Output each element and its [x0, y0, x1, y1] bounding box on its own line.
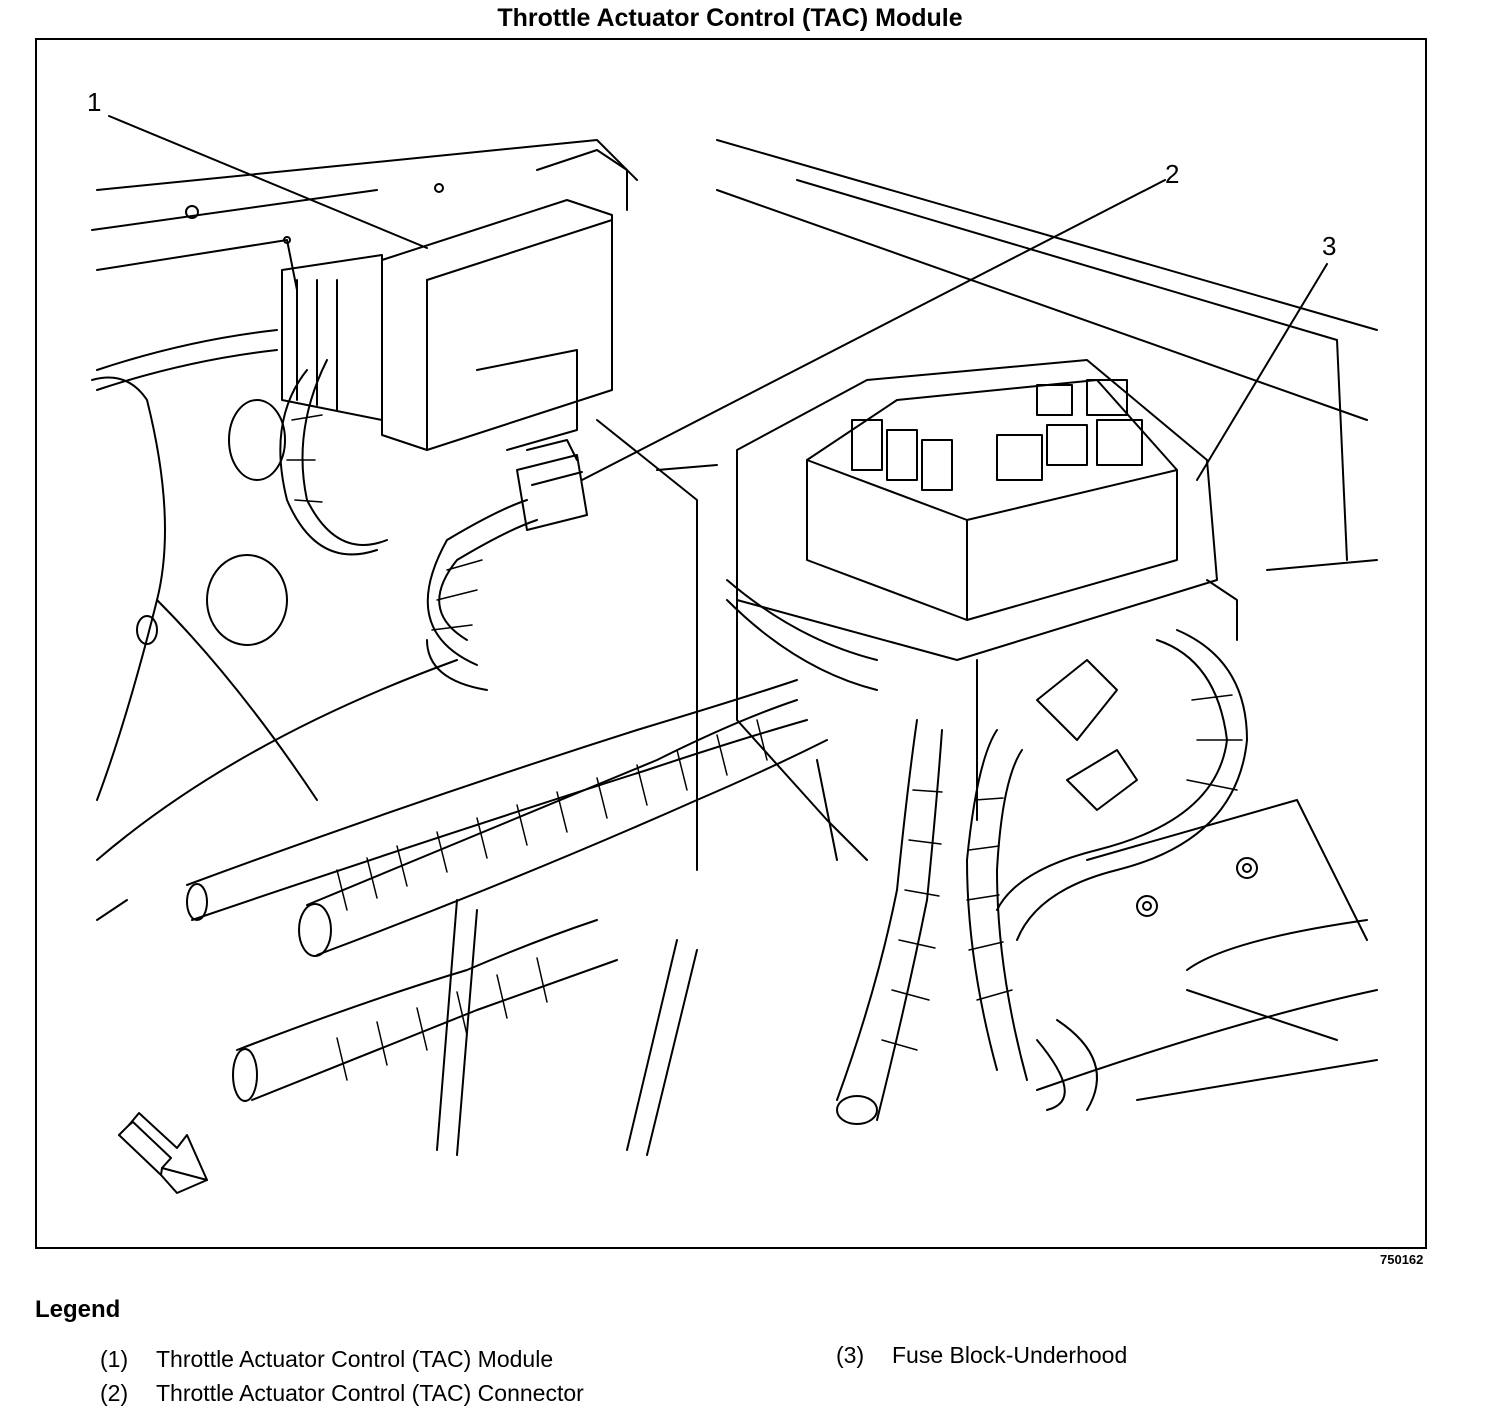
callout-1: 1	[87, 87, 102, 117]
figure-id: 750162	[1380, 1252, 1424, 1267]
legend-item-3: (3) Fuse Block-Underhood	[836, 1342, 1127, 1369]
callout-2: 2	[1165, 159, 1180, 189]
legend-item-number: (2)	[100, 1380, 129, 1406]
engine-bay-structure	[91, 139, 1378, 1101]
callout-leader-lines	[108, 115, 1328, 481]
diagram-title: Throttle Actuator Control (TAC) Module	[497, 4, 963, 32]
legend-item-2: (2) Throttle Actuator Control (TAC) Conne…	[100, 1380, 584, 1407]
legend-item-number: (3)	[836, 1342, 865, 1368]
legend-item-label: Fuse Block-Underhood	[892, 1342, 1128, 1368]
harness-wrap-bands	[286, 414, 1243, 1081]
legend-heading: Legend	[35, 1296, 121, 1323]
front-direction-arrow	[118, 1112, 208, 1194]
tac-module-drawing	[185, 149, 628, 451]
legend-item-1: (1) Throttle Actuator Control (TAC) Modul…	[100, 1346, 553, 1373]
legend-item-number: (1)	[100, 1346, 129, 1372]
wiring-harness-drawing	[96, 329, 1248, 1156]
legend-item-label: Throttle Actuator Control (TAC) Connecto…	[156, 1380, 584, 1406]
tac-connector-drawing	[516, 439, 588, 531]
fuse-block-drawing	[736, 359, 1258, 917]
illustration-frame: 1 2 3	[35, 38, 1427, 1249]
callout-3: 3	[1322, 231, 1337, 261]
legend-item-label: Throttle Actuator Control (TAC) Module	[156, 1346, 554, 1372]
